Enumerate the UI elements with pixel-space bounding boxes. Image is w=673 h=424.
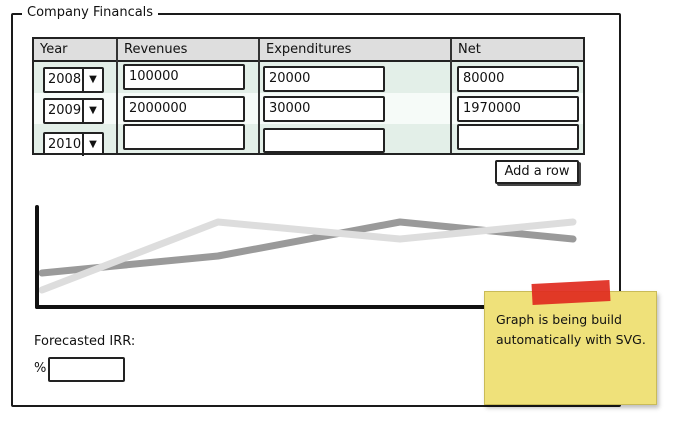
- financials-table: Year Revenues Expenditures Net 2008 ▼ 10…: [32, 37, 585, 156]
- column-divider: [258, 39, 260, 153]
- series-line-2: [38, 218, 577, 294]
- table-header: Year Revenues Expenditures Net: [34, 39, 583, 62]
- header-year: Year: [40, 42, 68, 57]
- dropdown-arrow-icon[interactable]: ▼: [82, 69, 102, 91]
- year-value: 2010: [48, 137, 82, 152]
- revenues-input[interactable]: 100000: [123, 64, 245, 90]
- year-select[interactable]: 2008 ▼: [43, 67, 104, 93]
- expenditures-input[interactable]: 30000: [263, 96, 385, 122]
- dropdown-arrow-icon[interactable]: ▼: [82, 134, 102, 156]
- year-value: 2009: [48, 103, 82, 118]
- net-input[interactable]: [457, 124, 579, 150]
- net-input[interactable]: 80000: [457, 66, 579, 92]
- header-expenditures: Expenditures: [266, 42, 352, 57]
- percent-label: %: [34, 361, 47, 376]
- column-divider: [450, 39, 452, 153]
- header-revenues: Revenues: [124, 42, 188, 57]
- dropdown-arrow-icon[interactable]: ▼: [82, 100, 102, 122]
- revenues-input[interactable]: [123, 124, 245, 150]
- add-row-button[interactable]: Add a row: [495, 160, 579, 184]
- expenditures-input[interactable]: [263, 128, 385, 153]
- column-divider: [116, 39, 118, 153]
- panel-title: Company Financals: [22, 4, 159, 22]
- sticky-note-text: Graph is being build automatically with …: [496, 312, 646, 347]
- tape-strip: [531, 279, 611, 306]
- expenditures-input[interactable]: 20000: [263, 66, 385, 92]
- year-select[interactable]: 2010 ▼: [43, 132, 104, 156]
- forecasted-irr-label: Forecasted IRR:: [34, 334, 136, 349]
- company-financials-panel: [11, 13, 621, 407]
- irr-input[interactable]: [48, 357, 125, 382]
- net-input[interactable]: 1970000: [457, 96, 579, 122]
- year-value: 2008: [48, 72, 82, 87]
- year-select[interactable]: 2009 ▼: [43, 98, 104, 124]
- revenues-input[interactable]: 2000000: [123, 96, 245, 122]
- header-net: Net: [458, 42, 481, 57]
- sticky-note: Graph is being build automatically with …: [484, 279, 657, 405]
